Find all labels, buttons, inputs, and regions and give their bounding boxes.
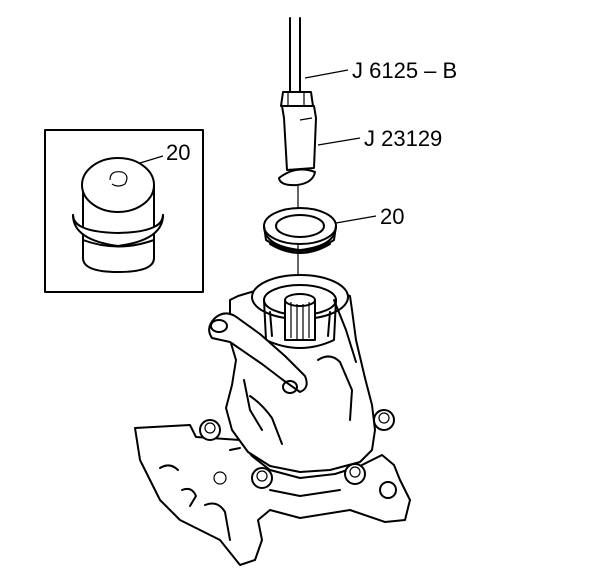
tool-2-label: J 23129 bbox=[364, 126, 442, 151]
bolt-bosses bbox=[199, 409, 397, 499]
inset-leader-line bbox=[139, 155, 164, 164]
transmission-extension-housing bbox=[134, 274, 411, 566]
seal-part-label: 20 bbox=[380, 204, 404, 229]
tool-2-leader-line bbox=[317, 137, 361, 146]
inset-part-label: 20 bbox=[166, 140, 190, 165]
inset-detail: 20 bbox=[44, 129, 204, 293]
slide-hammer-tool: J 6125 – B bbox=[289, 17, 457, 93]
seal-remover-tool: J 23129 bbox=[278, 91, 442, 187]
inset-frame bbox=[44, 129, 204, 293]
tool-1-leader-line bbox=[304, 69, 349, 79]
output-shaft-seal: 20 bbox=[263, 204, 404, 254]
tool-1-label: J 6125 – B bbox=[352, 58, 457, 83]
seal-leader-line bbox=[335, 215, 377, 224]
slide-hammer-rod bbox=[289, 17, 301, 93]
inset-seal-drawing bbox=[72, 157, 164, 273]
